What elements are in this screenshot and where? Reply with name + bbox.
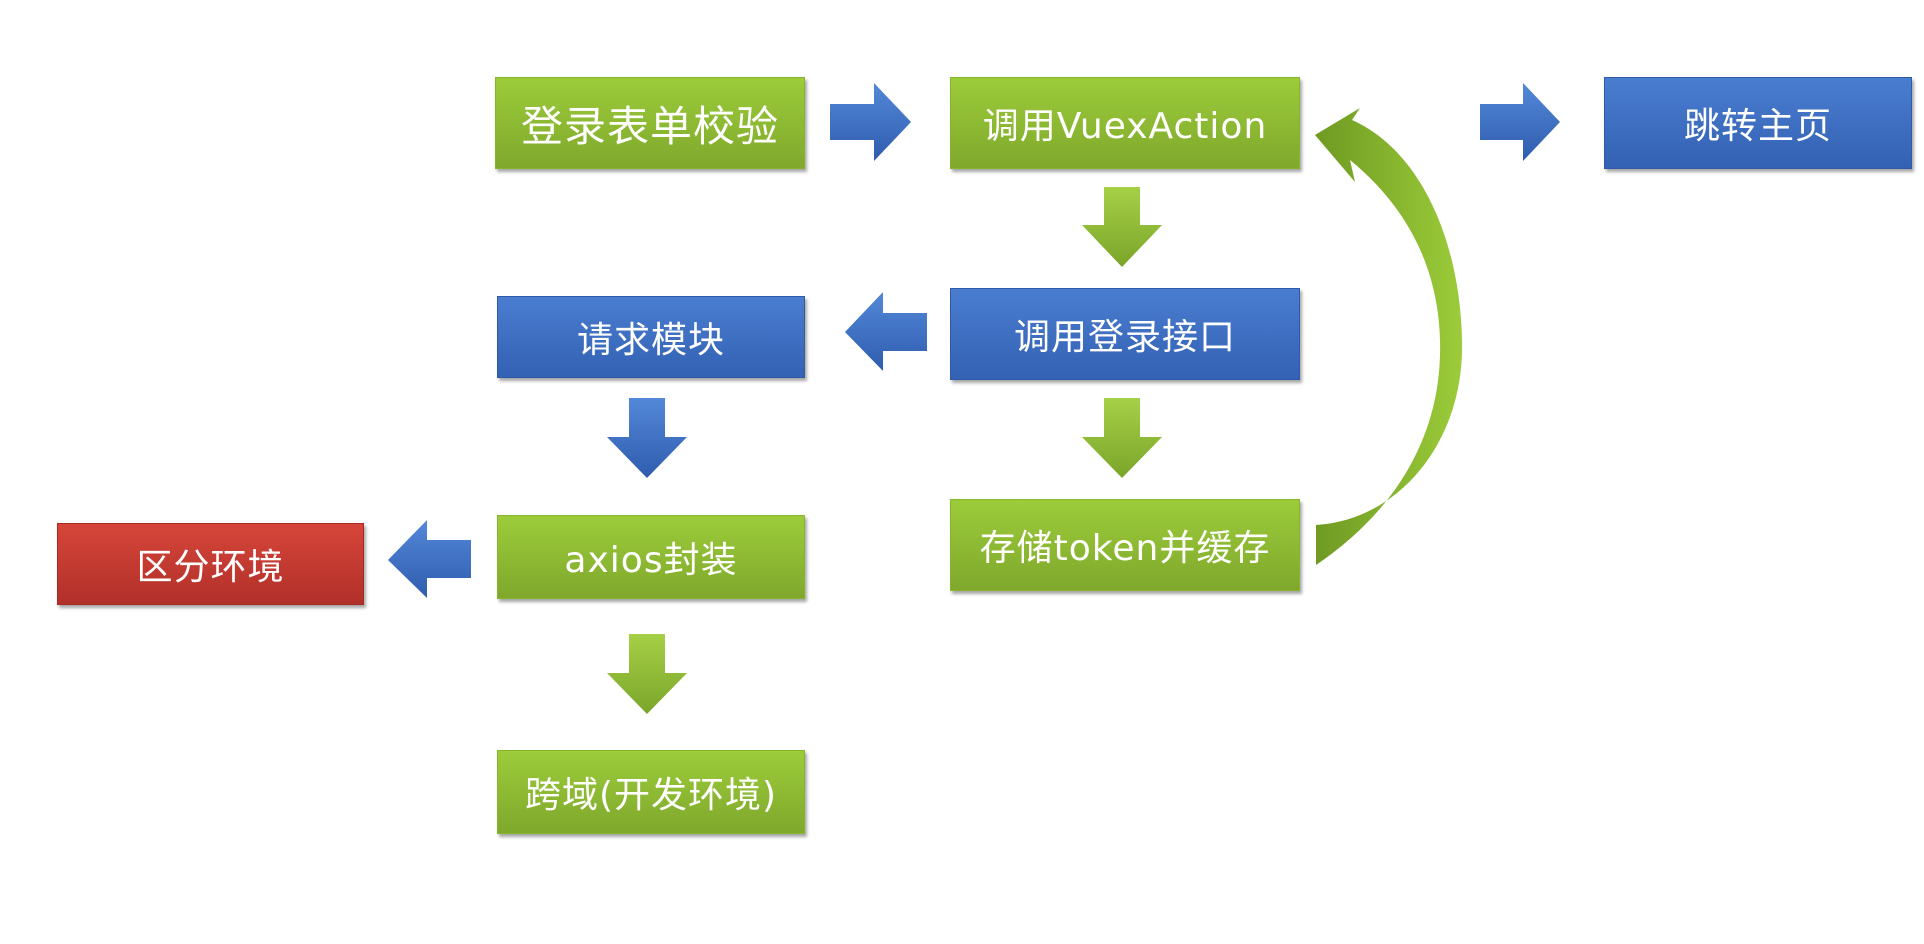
arrow-down-1 bbox=[1082, 187, 1162, 267]
node-cross-domain: 跨域(开发环境) bbox=[497, 750, 805, 834]
arrow-left-2 bbox=[388, 520, 471, 598]
arrow-right-1 bbox=[830, 83, 911, 161]
node-jump-home: 跳转主页 bbox=[1604, 77, 1912, 169]
node-call-login-api-label: 调用登录接口 bbox=[1013, 317, 1236, 358]
node-call-vuex-action-label: 调用VuexAction bbox=[982, 106, 1268, 147]
arrow-curved-return bbox=[1315, 108, 1463, 565]
node-distinguish-env: 区分环境 bbox=[57, 523, 364, 605]
node-request-module-label: 请求模块 bbox=[576, 320, 725, 361]
node-cross-domain-label: 跨域(开发环境) bbox=[524, 775, 778, 816]
arrow-down-2 bbox=[1082, 398, 1162, 478]
arrow-right-2 bbox=[1480, 83, 1560, 161]
arrow-down-4 bbox=[607, 634, 687, 714]
arrow-left-1 bbox=[845, 292, 927, 371]
node-axios-wrap: axios封装 bbox=[497, 515, 805, 599]
node-store-token-label: 存储token并缓存 bbox=[979, 528, 1271, 569]
node-distinguish-env-label: 区分环境 bbox=[136, 547, 285, 588]
node-form-validation: 登录表单校验 bbox=[495, 77, 805, 169]
node-call-vuex-action: 调用VuexAction bbox=[950, 77, 1300, 169]
arrow-down-3 bbox=[607, 398, 687, 478]
node-form-validation-label: 登录表单校验 bbox=[520, 101, 779, 151]
node-request-module: 请求模块 bbox=[497, 296, 805, 378]
node-axios-wrap-label: axios封装 bbox=[564, 540, 738, 581]
node-call-login-api: 调用登录接口 bbox=[950, 288, 1300, 380]
node-store-token: 存储token并缓存 bbox=[950, 499, 1300, 591]
node-jump-home-label: 跳转主页 bbox=[1683, 106, 1832, 147]
